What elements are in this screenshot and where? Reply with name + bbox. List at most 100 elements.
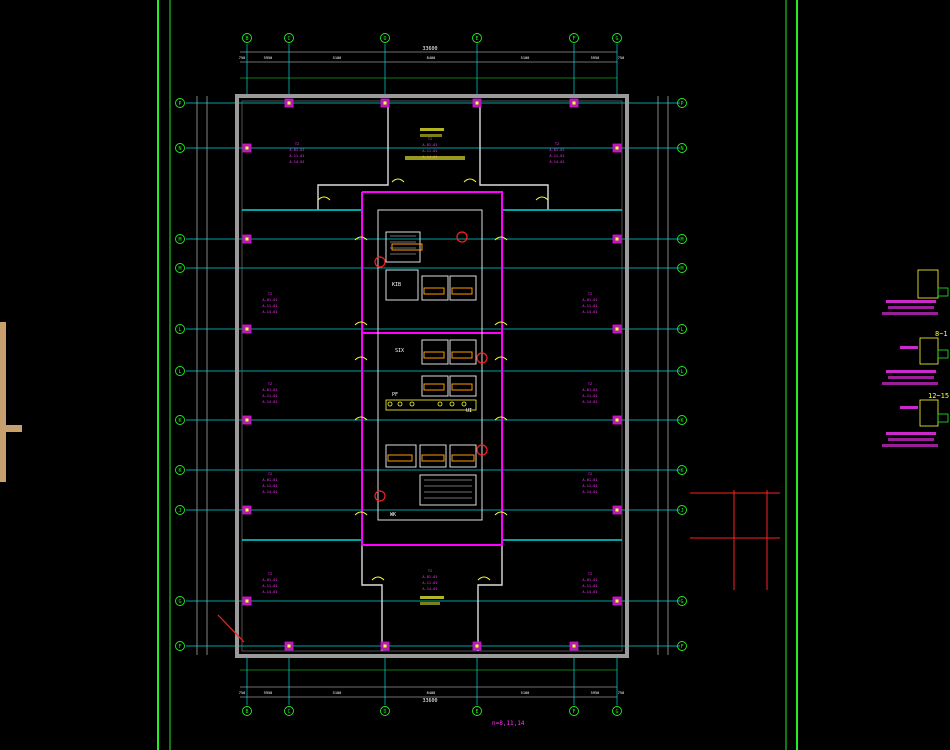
zone-tag-line: A-01-01 (582, 298, 597, 302)
zone-tag-line: A-11-01 (262, 394, 277, 398)
zone-tag-line: A-14-01 (262, 490, 277, 494)
zone-tag-line: A-11-01 (582, 304, 597, 308)
axis-bubble-bottom (242, 706, 252, 716)
dimension-top-total: 33600 (422, 46, 437, 52)
zone-tag-line: T2 (268, 382, 272, 386)
zone-tag-line: A-11-01 (422, 581, 437, 585)
axis-bubble-right (677, 415, 687, 425)
zone-tag-line: T2 (428, 569, 432, 573)
zone-tag-line: A-01-01 (422, 575, 437, 579)
axis-label-right: L (680, 369, 683, 375)
zone-tag-line: A-01-01 (582, 478, 597, 482)
zone-tag-line: A-01-01 (262, 578, 277, 582)
column-core (287, 101, 291, 105)
room-label-six: SIX (395, 348, 404, 354)
door-swing (317, 196, 331, 201)
door-swing (371, 576, 385, 581)
dimension-top-segment: 5950 (264, 56, 273, 60)
axis-label-top: C (287, 36, 290, 42)
axis-label-left: M (178, 237, 181, 243)
dimension-top-segment: 8400 (427, 56, 436, 60)
zone-tag-line: A-11-01 (582, 584, 597, 588)
door-swings (317, 178, 549, 581)
zone-tag-line: A-14-01 (582, 310, 597, 314)
room-label-ui: UI (466, 408, 472, 414)
axis-label-right: K (680, 468, 683, 474)
building-outline (235, 94, 629, 658)
zone-tag-line: A-11-01 (262, 484, 277, 488)
axis-label-bottom: C (287, 709, 290, 715)
column-core (245, 599, 249, 603)
column-core (615, 599, 619, 603)
axis-bubble-top (472, 33, 482, 43)
zone-tag-line: T2 (268, 472, 272, 476)
door-swing (477, 576, 491, 581)
axis-bubble-left (175, 465, 185, 475)
zone-tag-line: T2 (268, 292, 272, 296)
door-swing (354, 236, 368, 241)
axis-bubble-left (175, 415, 185, 425)
axis-bubble-right (677, 596, 687, 606)
axis-label-right: N (680, 146, 683, 152)
zone-tag-line: A-11-01 (549, 154, 564, 158)
door-swing (494, 236, 508, 241)
axis-bubble-top (242, 33, 252, 43)
axis-label-left: J (178, 508, 181, 514)
axis-bubble-left (175, 366, 185, 376)
zone-annotations: T2A-01-01A-11-01A-14-01T2A-01-01A-11-01A… (262, 137, 597, 594)
room-label-kib: KIB (392, 282, 401, 288)
zone-tag-line: T2 (588, 382, 592, 386)
column-core (615, 327, 619, 331)
door-swing (354, 511, 368, 516)
zone-tag-line: A-14-01 (422, 587, 437, 591)
dimension-right (657, 96, 669, 655)
axis-label-top: E (475, 36, 478, 42)
axis-bubble-bottom (569, 706, 579, 716)
column-core (245, 508, 249, 512)
dimension-left (196, 96, 208, 655)
axis-bubble-right (677, 366, 687, 376)
core-block (377, 209, 483, 521)
dimension-bottom-segment: 750 (239, 691, 246, 695)
zone-tag-line: A-11-01 (289, 154, 304, 158)
dimension-bottom (240, 669, 617, 698)
column-core (475, 101, 479, 105)
axis-bubble-left (175, 596, 185, 606)
zone-tag-line: A-01-01 (262, 298, 277, 302)
column-core (245, 146, 249, 150)
column-core (572, 101, 576, 105)
axis-bubble-right (677, 465, 687, 475)
column-core (615, 237, 619, 241)
dimension-bottom-segment: 750 (618, 691, 625, 695)
zone-tag-line: A-14-01 (582, 490, 597, 494)
axis-bubble-left (175, 98, 185, 108)
zone-tag-line: A-14-01 (262, 310, 277, 314)
zone-tag-line: A-01-01 (582, 578, 597, 582)
zone-tag-line: A-01-01 (262, 388, 277, 392)
zone-tag-line: A-01-01 (289, 148, 304, 152)
axis-label-top: G (615, 36, 618, 42)
stair-treads (390, 235, 472, 499)
zone-tag-line: T2 (588, 292, 592, 296)
axis-label-left: K (178, 468, 181, 474)
zone-tag-line: T2 (428, 137, 432, 141)
elevator-blocks (387, 243, 475, 462)
axis-label-left: F (178, 644, 181, 650)
axis-bubble-right (677, 234, 687, 244)
door-swing (494, 416, 508, 421)
zone-tag-line: A-11-01 (582, 394, 597, 398)
zone-tag-line: T2 (588, 572, 592, 576)
door-swing (494, 356, 508, 361)
door-swing (354, 321, 368, 326)
zone-tag-line: A-01-01 (582, 388, 597, 392)
axis-bubble-top (612, 33, 622, 43)
axis-label-bottom: D (383, 709, 386, 715)
column-core (245, 418, 249, 422)
dimension-bottom-segment: 5100 (521, 691, 530, 695)
zone-tag-line: A-14-01 (549, 160, 564, 164)
column-core (245, 237, 249, 241)
axis-label-right: L (680, 327, 683, 333)
